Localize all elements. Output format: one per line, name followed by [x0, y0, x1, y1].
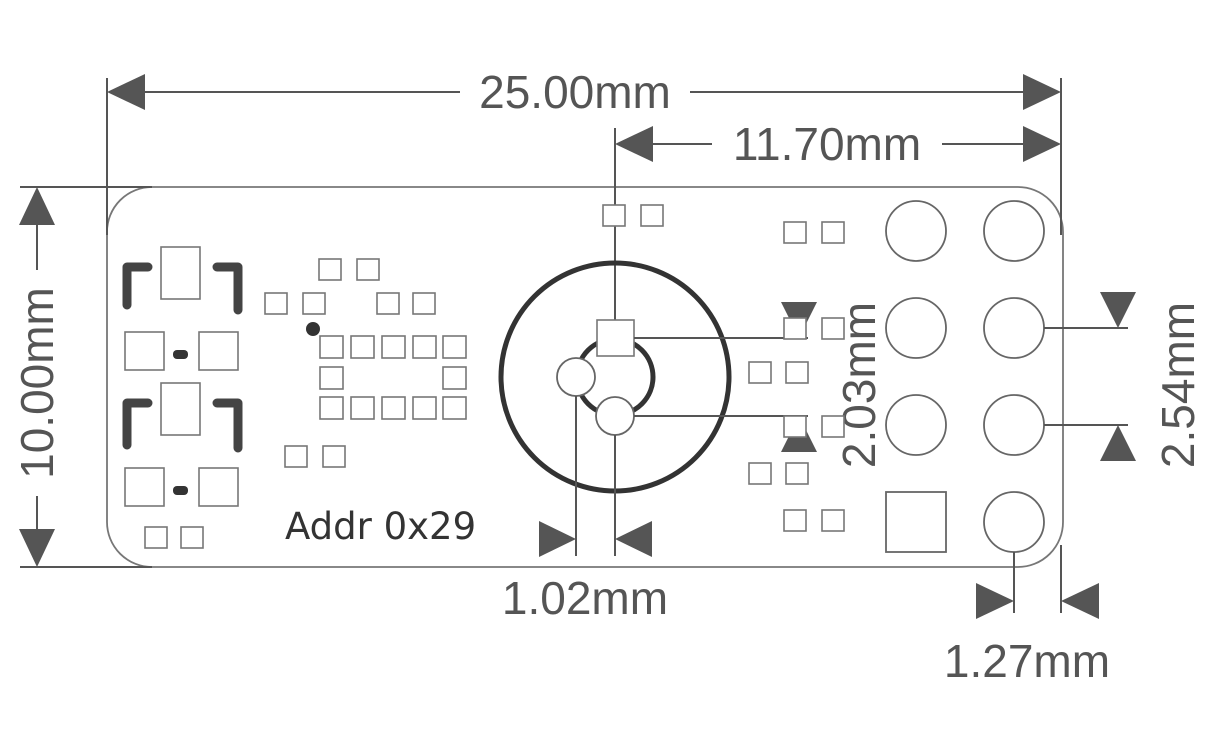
pin-hole	[983, 491, 1045, 553]
pin-hole	[885, 297, 947, 359]
pin-hole	[983, 297, 1045, 359]
arrow-left-icon	[615, 126, 653, 162]
pad	[198, 467, 239, 507]
dimension-pin-pitch: 2.54mm	[1044, 292, 1204, 468]
dimension-label-edge-offset: 1.27mm	[944, 635, 1110, 687]
dimension-horizontal-offset: 1.02mm	[502, 396, 668, 624]
lens-hole	[556, 357, 596, 397]
corner-bracket	[212, 262, 243, 315]
corner-bracket	[122, 262, 153, 310]
pin-square	[885, 491, 947, 553]
arrow-right-icon	[1023, 74, 1061, 110]
dimension-overall-width: 25.00mm	[106, 66, 1062, 235]
dimension-board-height: 10.00mm	[11, 186, 152, 568]
pin1-dot	[306, 322, 320, 336]
arrow-left-icon	[615, 521, 652, 557]
lens-hole	[595, 396, 635, 436]
corner-bracket	[212, 398, 243, 453]
address-label: Addr 0x29	[285, 505, 476, 548]
arrow-right-icon	[976, 583, 1014, 619]
dimension-label-horizontal-offset: 1.02mm	[502, 572, 668, 624]
arrow-left-icon	[107, 74, 145, 110]
pin-hole	[885, 394, 947, 456]
arrow-right-icon	[539, 521, 576, 557]
pad	[160, 382, 201, 436]
pad	[124, 467, 165, 507]
dot-marker	[173, 486, 188, 495]
pad	[198, 331, 239, 371]
arrow-left-icon	[1061, 583, 1099, 619]
header-pins	[885, 200, 1045, 553]
dimension-label-overall-width: 25.00mm	[479, 66, 671, 118]
pin-hole	[885, 200, 947, 262]
arrow-down-icon	[1100, 292, 1136, 328]
dot-marker	[173, 350, 188, 359]
arrow-up-icon	[1100, 425, 1136, 461]
pin-hole	[983, 394, 1045, 456]
arrow-right-icon	[1023, 126, 1061, 162]
dimension-label-pin-pitch: 2.54mm	[1152, 302, 1204, 468]
left-component-group	[122, 246, 243, 549]
dimension-label-board-height: 10.00mm	[11, 287, 63, 479]
pad	[124, 331, 165, 371]
pad	[180, 526, 204, 549]
arrow-up-icon	[19, 187, 55, 225]
lens-pad	[596, 319, 635, 357]
pad	[144, 526, 168, 549]
corner-bracket	[122, 398, 153, 450]
dimension-label-lens-offset: 11.70mm	[733, 118, 921, 170]
dimension-edge-offset: 1.27mm	[944, 545, 1110, 687]
arrow-down-icon	[19, 529, 55, 567]
right-pad-group	[602, 204, 845, 532]
pin-hole	[983, 200, 1045, 262]
pad	[160, 246, 201, 300]
chip-pad-group	[264, 258, 467, 468]
